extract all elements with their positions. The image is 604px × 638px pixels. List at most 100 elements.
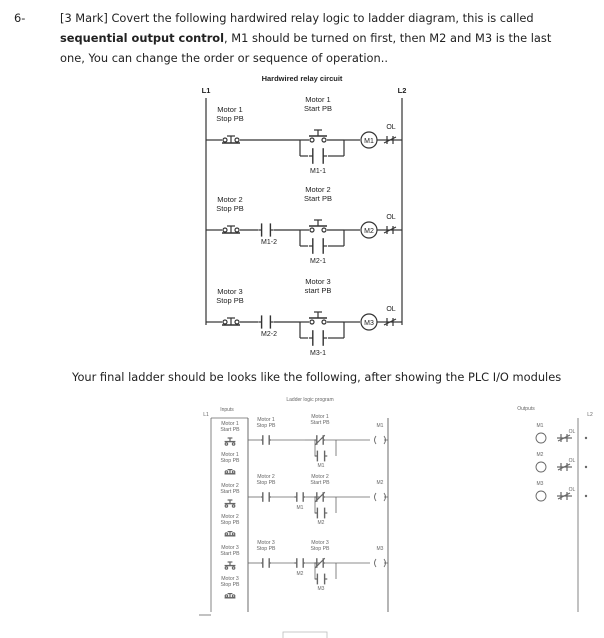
no-contact-icon — [260, 435, 272, 445]
terminal — [309, 137, 315, 143]
input-device-label: Stop PB — [220, 582, 240, 588]
overload-icon — [383, 226, 398, 234]
scroll-indicator — [282, 631, 328, 638]
terminal — [234, 137, 240, 143]
interlock-contact-label: M1-2 — [261, 239, 277, 246]
terminal — [231, 504, 236, 508]
overload-label: OL — [386, 306, 395, 313]
holding-contact-label: M1 — [318, 463, 325, 469]
overload-label: OL — [569, 458, 576, 464]
start-contact-label: Start PB — [310, 420, 330, 426]
wire — [314, 434, 326, 446]
stop-contact-label: Stop PB — [256, 480, 276, 486]
input-device-label: Stop PB — [220, 520, 240, 526]
ladder-instruction-text: Your final ladder should be looks like t… — [72, 370, 562, 384]
start-pushbutton-icon — [309, 311, 327, 325]
ladder-title: Ladder logic program — [286, 397, 333, 403]
no-contact-icon — [308, 238, 328, 254]
start-contact-label: Stop PB — [310, 546, 330, 552]
input-device-label: Stop PB — [220, 458, 240, 464]
stop-pushbutton-icon — [222, 317, 240, 326]
stop-pushbutton-icon — [224, 530, 236, 537]
hardwired-title: Hardwired relay circuit — [262, 74, 343, 83]
start-pushbutton-icon — [224, 437, 236, 446]
terminal — [234, 227, 240, 233]
terminal — [309, 319, 315, 325]
start-pb-label: Motor 2 — [305, 185, 330, 194]
start-pb-label: Motor 3 — [305, 277, 330, 286]
coil-label: M3 — [364, 320, 374, 327]
interlock-contact-label: M2-2 — [261, 331, 277, 338]
coil-icon — [374, 558, 386, 568]
input-device-label: Start PB — [220, 427, 240, 433]
stop-contact-label: Motor 1 — [257, 417, 275, 423]
input-device-label: Motor 3 — [221, 545, 239, 551]
stop-pb-label: Motor 1 — [217, 105, 242, 114]
holding-contact-label: M3-1 — [310, 350, 326, 357]
terminal — [231, 594, 236, 598]
overload-icon — [557, 492, 572, 500]
no-contact-icon — [258, 223, 274, 237]
input-device-label: Motor 2 — [221, 514, 239, 520]
coil-icon — [374, 492, 386, 502]
interlock-contact-label: M1 — [297, 505, 304, 511]
start-pb-label: Motor 1 — [305, 95, 330, 104]
terminal — [231, 532, 236, 536]
rail-label-l1: L1 — [202, 86, 211, 95]
stop-pb-label: Motor 3 — [217, 287, 242, 296]
coil-icon — [374, 435, 386, 445]
no-contact-icon — [294, 558, 306, 568]
start-pushbutton-icon — [224, 499, 236, 508]
terminal — [222, 227, 228, 233]
overload-icon — [383, 136, 398, 144]
coil-label: M2 — [377, 480, 384, 486]
terminal — [321, 227, 327, 233]
terminal — [224, 442, 229, 446]
start-contact-label: Motor 1 — [311, 414, 329, 420]
no-contact-icon — [260, 558, 272, 568]
terminal — [222, 319, 228, 325]
start-pushbutton-icon — [309, 219, 327, 233]
no-contact-icon — [314, 450, 328, 462]
terminal — [224, 470, 229, 474]
holding-contact-label: M3 — [318, 586, 325, 592]
holding-contact-label: M1-1 — [310, 168, 326, 175]
terminal — [321, 137, 327, 143]
coil-label: M1 — [377, 423, 384, 429]
terminal — [309, 227, 315, 233]
input-device-label: Motor 3 — [221, 576, 239, 582]
stop-pb-label: Stop PB — [216, 114, 244, 123]
no-contact-icon — [314, 573, 328, 585]
stop-pushbutton-icon — [224, 592, 236, 599]
terminal — [231, 442, 236, 446]
no-contact-icon — [308, 330, 328, 346]
no-contact-icon — [308, 148, 328, 164]
terminal — [234, 319, 240, 325]
overload-label: OL — [569, 487, 576, 493]
terminal — [231, 470, 236, 474]
overload-icon — [383, 318, 398, 326]
nc-contact-icon — [314, 434, 326, 446]
overload-label: OL — [386, 214, 395, 221]
rail-label-l1: L1 — [203, 412, 209, 418]
input-device-label: Motor 1 — [221, 421, 239, 427]
coil-label: M3 — [377, 546, 384, 552]
start-pushbutton-icon — [309, 129, 327, 143]
question-text: 6-[3 Mark] Covert the following hardwire… — [14, 8, 590, 68]
no-contact-icon — [258, 315, 274, 329]
start-pushbutton-icon — [224, 561, 236, 570]
no-contact-icon — [260, 492, 272, 502]
terminal — [231, 566, 236, 570]
question-number: 6- — [14, 11, 26, 25]
question-line-3: one, You can change the order or sequenc… — [60, 51, 388, 65]
question-line-2: sequential output control, M1 should be … — [60, 31, 552, 45]
coil-label: M1 — [364, 138, 374, 145]
stop-contact-label: Stop PB — [256, 546, 276, 552]
input-device-label: Motor 1 — [221, 452, 239, 458]
